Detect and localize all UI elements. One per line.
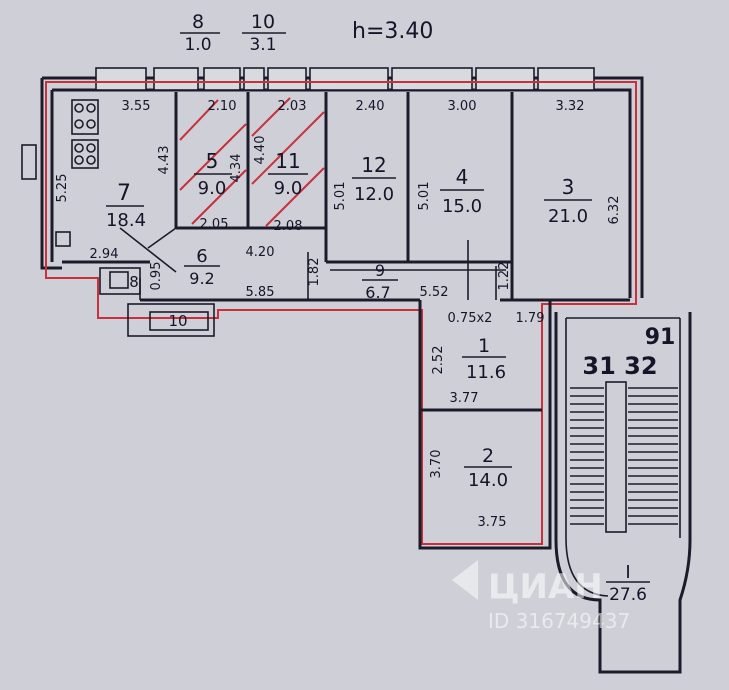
- staircase: [554, 312, 692, 674]
- window: [153, 67, 199, 91]
- dim: 5.85: [246, 285, 275, 300]
- dim: 2.08: [274, 219, 303, 234]
- dimension-labels: 3.55 2.10 2.03 2.40 3.00 3.32 4.43 5.25 …: [55, 99, 622, 530]
- room-9-id: 9: [375, 261, 385, 280]
- room-5-area: 9.0: [198, 178, 227, 199]
- dim: 3.75: [478, 515, 507, 530]
- bathtub: [149, 311, 209, 331]
- room-6-id: 6: [196, 246, 207, 267]
- room-11-area: 9.0: [274, 178, 303, 199]
- dim: 3.55: [122, 99, 151, 114]
- header-annotations: 8 1.0 10 3.1 h=3.40: [180, 11, 433, 55]
- watermark: ЦИАН ID 316749437: [452, 560, 630, 633]
- stair-numbers: 91 31 32: [582, 325, 675, 380]
- room-3-id: 3: [562, 175, 575, 199]
- room-labels: 7 18.4 5 9.0 11 9.0 12 12.0 4 15.0 3 21.…: [106, 149, 650, 605]
- room-12-area: 12.0: [354, 184, 394, 205]
- window: [203, 67, 241, 91]
- dim: 4.40: [253, 136, 268, 165]
- cian-logo-icon: [452, 560, 478, 600]
- dim: 2.94: [90, 247, 119, 262]
- electric-panel-mark: [55, 231, 71, 247]
- room-I-area: 27.6: [609, 585, 647, 605]
- dim: 4.34: [229, 154, 244, 183]
- exterior-walls: [21, 76, 644, 298]
- room-5-id: 5: [206, 149, 219, 173]
- dim: 6.32: [607, 196, 622, 225]
- dim: 2.40: [356, 99, 385, 114]
- window: [391, 67, 473, 91]
- window: [537, 67, 595, 91]
- dim: 3.32: [556, 99, 585, 114]
- frac2-bottom: 3.1: [249, 35, 276, 55]
- dim: 1.79: [516, 311, 545, 326]
- room-1-area: 11.6: [466, 362, 506, 383]
- room-10-box: [127, 303, 215, 337]
- watermark-brand: ЦИАН: [488, 567, 603, 607]
- room-2-id: 2: [482, 445, 494, 467]
- stair-number-bottom: 31 32: [582, 352, 657, 380]
- apartment-red-outline: [45, 81, 637, 545]
- dim: 2.05: [200, 217, 229, 232]
- room-I-id: I: [625, 562, 630, 583]
- dim: 2.03: [278, 99, 307, 114]
- room-8-id: 8: [129, 273, 139, 291]
- room-4-id: 4: [456, 165, 469, 189]
- room-7-id: 7: [117, 181, 131, 206]
- room-2-area: 14.0: [468, 470, 508, 491]
- dim: 0.95: [149, 262, 164, 291]
- window: [475, 67, 535, 91]
- dim: 4.43: [157, 146, 172, 175]
- dim: 3.77: [450, 391, 479, 406]
- room-10-id: 10: [168, 312, 187, 330]
- room-1-id: 1: [478, 335, 490, 357]
- window: [309, 67, 389, 91]
- frac1-bottom: 1.0: [184, 35, 211, 55]
- window: [95, 67, 147, 91]
- frac2-top: 10: [251, 11, 275, 33]
- ceiling-height-label: h=3.40: [352, 19, 433, 44]
- stove-icon: [71, 99, 99, 169]
- room-9-area: 6.7: [365, 283, 390, 302]
- dim: 1.22: [497, 262, 512, 291]
- frac1-top: 8: [192, 11, 204, 33]
- dim: 5.01: [333, 182, 348, 211]
- room-3-area: 21.0: [548, 206, 588, 227]
- room-12-id: 12: [361, 153, 386, 177]
- dim: 0.75x2: [448, 311, 493, 326]
- dim: 5.01: [417, 182, 432, 211]
- room-8-box: [99, 267, 141, 295]
- dim: 4.20: [246, 245, 275, 260]
- left-balcony-mark: [21, 144, 37, 180]
- dim: 2.52: [431, 346, 446, 375]
- watermark-id: ID 316749437: [488, 609, 630, 633]
- dim: 5.52: [420, 285, 449, 300]
- dim: 3.00: [448, 99, 477, 114]
- dim: 2.10: [208, 99, 237, 114]
- dim: 5.25: [55, 174, 70, 203]
- room-6-area: 9.2: [189, 269, 214, 288]
- room-4-area: 15.0: [442, 196, 482, 217]
- dim: 3.70: [429, 450, 444, 479]
- dim: 1.82: [307, 258, 322, 287]
- room-7-area: 18.4: [106, 210, 146, 231]
- red-hatching: [179, 97, 325, 227]
- window: [267, 67, 307, 91]
- interior-walls: [62, 92, 630, 550]
- toilet: [109, 271, 129, 289]
- room-11-id: 11: [275, 149, 300, 173]
- stair-number-top: 91: [645, 325, 676, 350]
- window: [243, 67, 265, 91]
- windows-top: [95, 67, 595, 91]
